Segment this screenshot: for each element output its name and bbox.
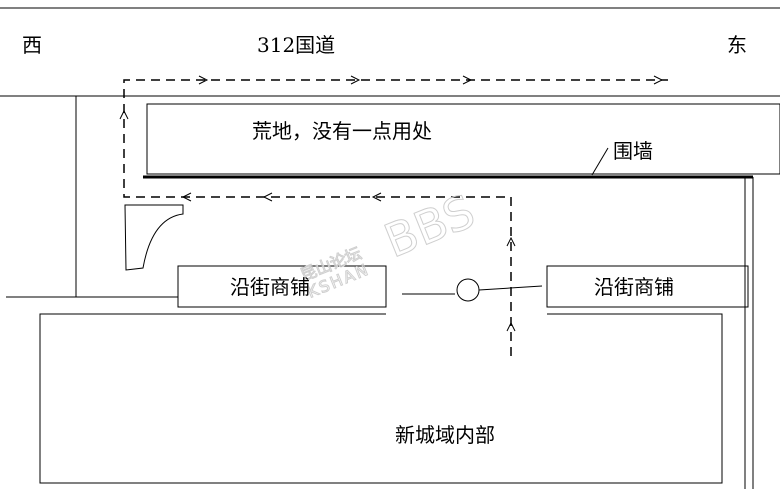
west-label: 西 — [22, 33, 42, 57]
route-dashed-line — [123, 79, 668, 356]
shops-left-label: 沿街商铺 — [230, 275, 310, 299]
wasteland-block — [146, 103, 780, 175]
inner-area-label: 新城域内部 — [395, 423, 495, 447]
wall-leader-line — [591, 147, 609, 176]
forum-watermark: 昆山论坛 KSHAN BBS — [297, 183, 482, 302]
route-arrow-left-icon — [371, 192, 382, 202]
shops-right-label: 沿街商铺 — [594, 275, 674, 299]
route-arrow-left-icon — [181, 192, 192, 202]
gate-post-icon — [456, 278, 480, 302]
wasteland-label: 荒地，没有一点用处 — [252, 119, 432, 143]
route-arrow-left-icon — [262, 192, 273, 202]
route-arrow-up-icon — [119, 109, 129, 120]
route-arrow-up-icon — [506, 321, 516, 332]
corner-structure — [124, 204, 184, 271]
route-arrow-right-icon — [653, 75, 664, 85]
route-arrow-right-icon — [198, 75, 209, 85]
shops-right-block — [546, 265, 749, 308]
road-label: 312国道 — [257, 33, 335, 57]
east-label: 东 — [727, 33, 747, 57]
route-arrow-right-icon — [350, 75, 361, 85]
route-arrow-right-icon — [462, 75, 473, 85]
inner-area-outline — [39, 313, 723, 484]
wall-label: 围墙 — [613, 139, 653, 163]
shops-left-block — [177, 265, 387, 308]
route-arrow-up-icon — [506, 236, 516, 247]
